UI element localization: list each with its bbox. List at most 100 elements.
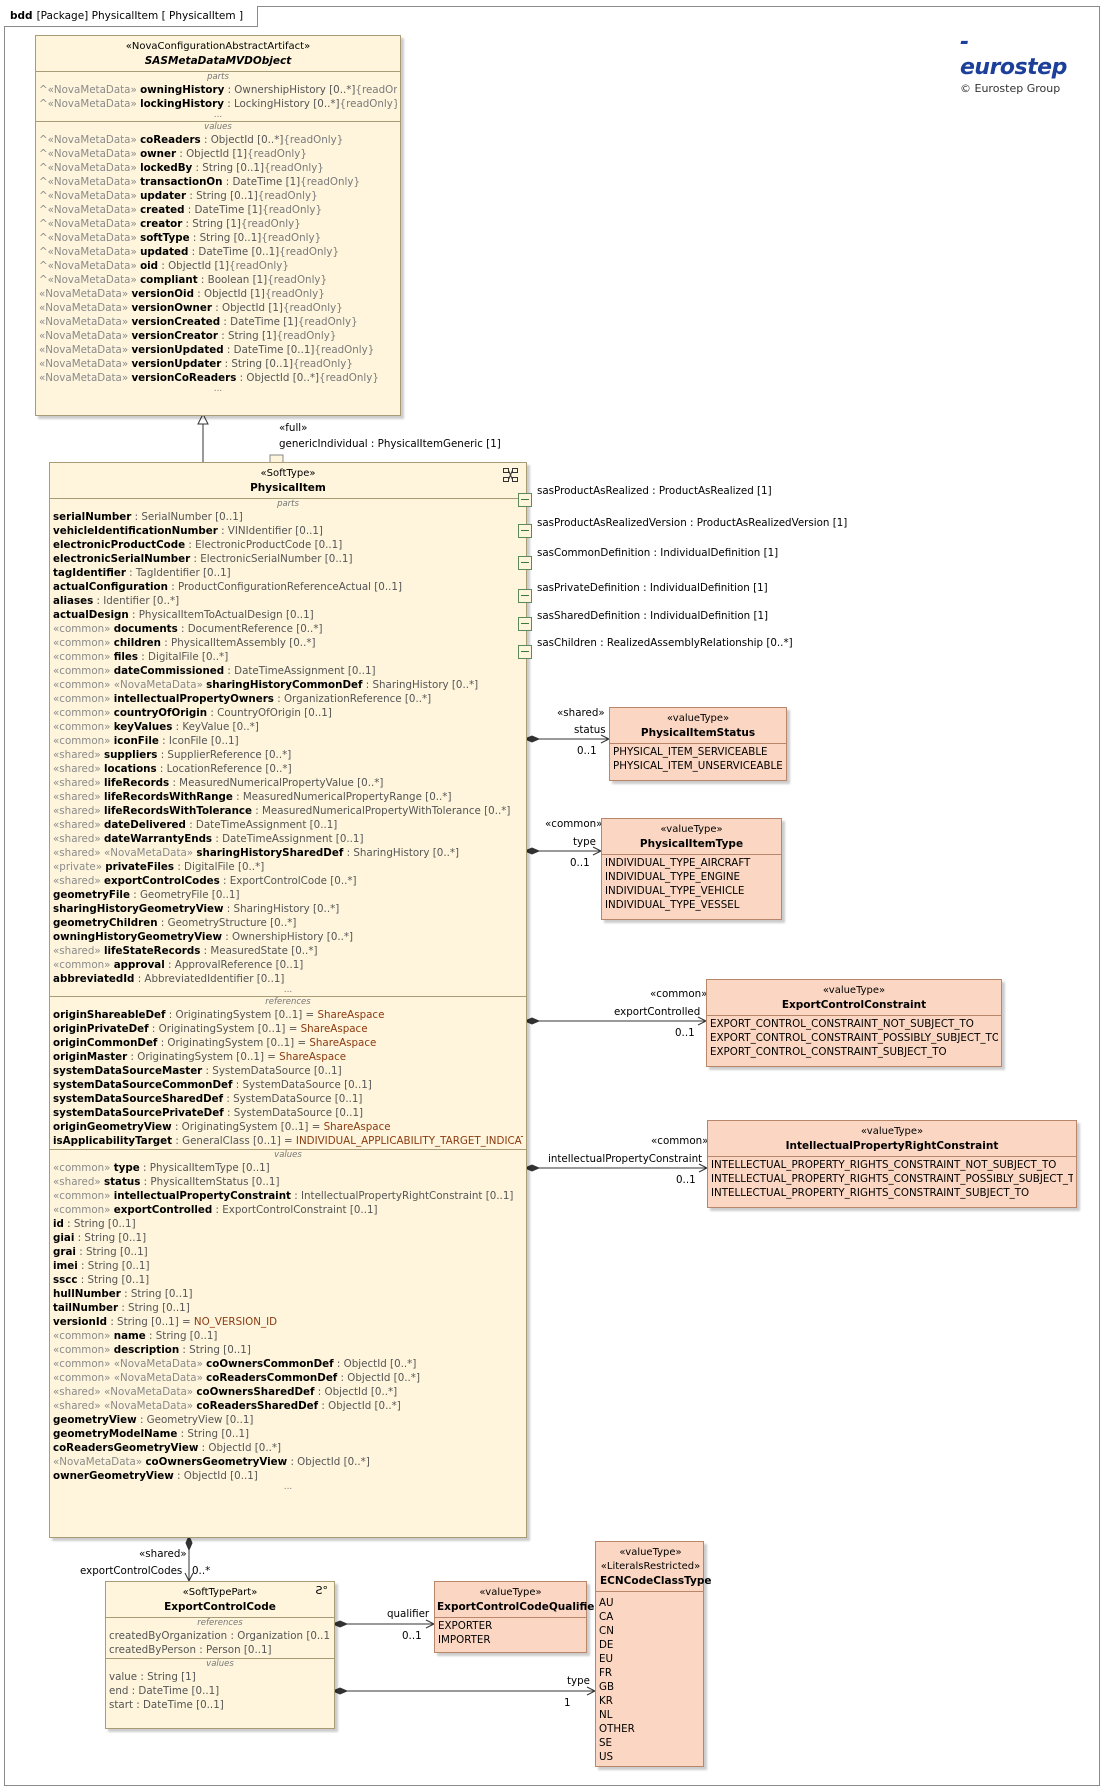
physical-value-row[interactable]: geometryView : GeometryView [0..1] xyxy=(53,1413,523,1427)
physical-reference-row[interactable]: originCommonDef : OriginatingSystem [0..… xyxy=(53,1036,523,1050)
physical-part-row[interactable]: geometryChildren : GeometryStructure [0.… xyxy=(53,916,523,930)
physical-part-row[interactable]: actualDesign : PhysicalItemToActualDesig… xyxy=(53,608,523,622)
physical-part-row[interactable]: geometryFile : GeometryFile [0..1] xyxy=(53,888,523,902)
physical-part-row[interactable]: «private» privateFiles : DigitalFile [0.… xyxy=(53,860,523,874)
enum-literal[interactable]: INDIVIDUAL_TYPE_ENGINE xyxy=(605,871,741,883)
export-control-code-class-block[interactable]: Ƨ° «SoftTypePart» ExportControlCode refe… xyxy=(105,1581,335,1729)
physical-part-row[interactable]: «shared» lifeRecordsWithRange : Measured… xyxy=(53,790,523,804)
sasmeta-value-row[interactable]: «NovaMetaData» versionCreator : String [… xyxy=(39,329,397,343)
physical-value-row[interactable]: «shared» «NovaMetaData» coOwnersSharedDe… xyxy=(53,1385,523,1399)
physical-part-row[interactable]: «common» children : PhysicalItemAssembly… xyxy=(53,636,523,650)
enum-literal[interactable]: EXPORTER xyxy=(438,1620,493,1632)
sasmeta-value-row[interactable]: ^«NovaMetaData» lockedBy : String [0..1]… xyxy=(39,161,397,175)
ecc-value-row[interactable]: end : DateTime [0..1] xyxy=(109,1684,331,1698)
physical-value-row[interactable]: «common» name : String [0..1] xyxy=(53,1329,523,1343)
ecc-value-row[interactable]: value : String [1] xyxy=(109,1670,331,1684)
physical-part-row[interactable]: electronicProductCode : ElectronicProduc… xyxy=(53,538,523,552)
sasmeta-value-row[interactable]: «NovaMetaData» versionCoReaders : Object… xyxy=(39,371,397,385)
enum-literal[interactable]: CA xyxy=(599,1611,614,1623)
physical-value-row[interactable]: «NovaMetaData» coOwnersGeometryView : Ob… xyxy=(53,1455,523,1469)
physical-part-row[interactable]: «shared» «NovaMetaData» sharingHistorySh… xyxy=(53,846,523,860)
sasmeta-value-row[interactable]: «NovaMetaData» versionUpdater : String [… xyxy=(39,357,397,371)
physical-value-row[interactable]: coReadersGeometryView : ObjectId [0..*] xyxy=(53,1441,523,1455)
physical-part-row[interactable]: «common» intellectualPropertyOwners : Or… xyxy=(53,692,523,706)
physical-part-row[interactable]: «common» keyValues : KeyValue [0..*] xyxy=(53,720,523,734)
valuetype-export-control-code-qualifier[interactable]: «valueType» ExportControlCodeQualifier E… xyxy=(434,1581,600,1653)
sasmeta-value-row[interactable]: ^«NovaMetaData» owner : ObjectId [1]{rea… xyxy=(39,147,397,161)
sasmeta-part-row[interactable]: ^«NovaMetaData» lockingHistory : Locking… xyxy=(39,97,397,111)
sasmeta-value-row[interactable]: ^«NovaMetaData» softType : String [0..1]… xyxy=(39,231,397,245)
enum-literal[interactable]: DE xyxy=(599,1639,614,1651)
port-sas-shared-definition[interactable] xyxy=(518,617,532,631)
enum-literal[interactable]: CN xyxy=(599,1625,614,1637)
enum-literal[interactable]: EXPORT_CONTROL_CONSTRAINT_POSSIBLY_SUBJE… xyxy=(710,1032,998,1044)
physical-part-row[interactable]: «common» approval : ApprovalReference [0… xyxy=(53,958,523,972)
physical-value-row[interactable]: «common» intellectualPropertyConstraint … xyxy=(53,1189,523,1203)
enum-literal[interactable]: INDIVIDUAL_TYPE_AIRCRAFT xyxy=(605,857,751,869)
enum-literal[interactable]: INDIVIDUAL_TYPE_VEHICLE xyxy=(605,885,745,897)
sasmeta-value-row[interactable]: «NovaMetaData» versionUpdated : DateTime… xyxy=(39,343,397,357)
enum-literal[interactable]: EXPORT_CONTROL_CONSTRAINT_NOT_SUBJECT_TO xyxy=(710,1018,974,1030)
physical-part-row[interactable]: «common» dateCommissioned : DateTimeAssi… xyxy=(53,664,523,678)
sasmeta-value-row[interactable]: ^«NovaMetaData» created : DateTime [1]{r… xyxy=(39,203,397,217)
port-sas-product-as-realized[interactable] xyxy=(518,493,532,507)
enum-literal[interactable]: NL xyxy=(599,1709,613,1721)
valuetype-physical-item-status[interactable]: «valueType» PhysicalItemStatus PHYSICAL_… xyxy=(609,707,787,781)
physical-reference-row[interactable]: originShareableDef : OriginatingSystem [… xyxy=(53,1008,523,1022)
enum-literal[interactable]: FR xyxy=(599,1667,613,1679)
valuetype-ecn-code-class-type[interactable]: «valueType» «LiteralsRestricted» ECNCode… xyxy=(595,1541,712,1767)
physical-value-row[interactable]: «common» exportControlled : ExportContro… xyxy=(53,1203,523,1217)
ecc-value-row[interactable]: start : DateTime [0..1] xyxy=(109,1698,331,1712)
physical-value-row[interactable]: tailNumber : String [0..1] xyxy=(53,1301,523,1315)
enum-literal[interactable]: GB xyxy=(599,1681,615,1693)
physical-value-row[interactable]: id : String [0..1] xyxy=(53,1217,523,1231)
physical-value-row[interactable]: geometryModelName : String [0..1] xyxy=(53,1427,523,1441)
physical-part-row[interactable]: sharingHistoryGeometryView : SharingHist… xyxy=(53,902,523,916)
physical-part-row[interactable]: «common» documents : DocumentReference [… xyxy=(53,622,523,636)
sasmeta-class-block[interactable]: «NovaConfigurationAbstractArtifact» SASM… xyxy=(35,35,401,416)
enum-literal[interactable]: SE xyxy=(599,1737,613,1749)
sasmeta-value-row[interactable]: ^«NovaMetaData» compliant : Boolean [1]{… xyxy=(39,273,397,287)
physical-value-row[interactable]: ownerGeometryView : ObjectId [0..1] xyxy=(53,1469,523,1483)
sasmeta-value-row[interactable]: ^«NovaMetaData» oid : ObjectId [1]{readO… xyxy=(39,259,397,273)
sasmeta-part-row[interactable]: ^«NovaMetaData» owningHistory : Ownershi… xyxy=(39,83,397,97)
physical-part-row[interactable]: «shared» suppliers : SupplierReference [… xyxy=(53,748,523,762)
physical-part-row[interactable]: owningHistoryGeometryView : OwnershipHis… xyxy=(53,930,523,944)
physical-part-row[interactable]: aliases : Identifier [0..*] xyxy=(53,594,523,608)
sasmeta-value-row[interactable]: ^«NovaMetaData» creator : String [1]{rea… xyxy=(39,217,397,231)
physical-value-row[interactable]: hullNumber : String [0..1] xyxy=(53,1287,523,1301)
physical-part-row[interactable]: vehicleIdentificationNumber : VINIdentif… xyxy=(53,524,523,538)
valuetype-ip-right-constraint[interactable]: «valueType» IntellectualPropertyRightCon… xyxy=(707,1120,1077,1208)
physical-value-row[interactable]: «common» «NovaMetaData» coOwnersCommonDe… xyxy=(53,1357,523,1371)
physical-reference-row[interactable]: isApplicabilityTarget : GeneralClass [0.… xyxy=(53,1134,523,1148)
enum-literal[interactable]: INTELLECTUAL_PROPERTY_RIGHTS_CONSTRAINT_… xyxy=(711,1187,1030,1199)
ecc-reference-row[interactable]: createdByOrganization : Organization [0.… xyxy=(109,1629,331,1643)
physical-value-row[interactable]: giai : String [0..1] xyxy=(53,1231,523,1245)
physical-reference-row[interactable]: originMaster : OriginatingSystem [0..1] … xyxy=(53,1050,523,1064)
physical-reference-row[interactable]: systemDataSourceCommonDef : SystemDataSo… xyxy=(53,1078,523,1092)
physical-part-row[interactable]: «shared» dateWarrantyEnds : DateTimeAssi… xyxy=(53,832,523,846)
port-sas-children[interactable] xyxy=(518,645,532,659)
physical-reference-row[interactable]: systemDataSourceSharedDef : SystemDataSo… xyxy=(53,1092,523,1106)
sasmeta-value-row[interactable]: ^«NovaMetaData» updater : String [0..1]{… xyxy=(39,189,397,203)
physical-part-row[interactable]: «common» iconFile : IconFile [0..1] xyxy=(53,734,523,748)
sasmeta-value-row[interactable]: «NovaMetaData» versionOwner : ObjectId [… xyxy=(39,301,397,315)
physical-part-row[interactable]: «shared» exportControlCodes : ExportCont… xyxy=(53,874,523,888)
physical-value-row[interactable]: «shared» status : PhysicalItemStatus [0.… xyxy=(53,1175,523,1189)
physical-reference-row[interactable]: systemDataSourceMaster : SystemDataSourc… xyxy=(53,1064,523,1078)
physical-item-class-block[interactable]: «SoftType» PhysicalItem parts serialNumb… xyxy=(49,462,527,1538)
physical-part-row[interactable]: «common» «NovaMetaData» sharingHistoryCo… xyxy=(53,678,523,692)
enum-literal[interactable]: KR xyxy=(599,1695,613,1707)
physical-part-row[interactable]: electronicSerialNumber : ElectronicSeria… xyxy=(53,552,523,566)
enum-literal[interactable]: IMPORTER xyxy=(438,1634,491,1646)
physical-part-row[interactable]: «shared» dateDelivered : DateTimeAssignm… xyxy=(53,818,523,832)
sasmeta-value-row[interactable]: ^«NovaMetaData» updated : DateTime [0..1… xyxy=(39,245,397,259)
valuetype-physical-item-type[interactable]: «valueType» PhysicalItemType INDIVIDUAL_… xyxy=(601,818,782,920)
enum-literal[interactable]: AU xyxy=(599,1597,614,1609)
physical-value-row[interactable]: «common» «NovaMetaData» coReadersCommonD… xyxy=(53,1371,523,1385)
physical-part-row[interactable]: «shared» lifeRecordsWithTolerance : Meas… xyxy=(53,804,523,818)
enum-literal[interactable]: INTELLECTUAL_PROPERTY_RIGHTS_CONSTRAINT_… xyxy=(711,1173,1073,1185)
enum-literal[interactable]: INTELLECTUAL_PROPERTY_RIGHTS_CONSTRAINT_… xyxy=(711,1159,1057,1171)
physical-part-row[interactable]: actualConfiguration : ProductConfigurati… xyxy=(53,580,523,594)
physical-reference-row[interactable]: originPrivateDef : OriginatingSystem [0.… xyxy=(53,1022,523,1036)
